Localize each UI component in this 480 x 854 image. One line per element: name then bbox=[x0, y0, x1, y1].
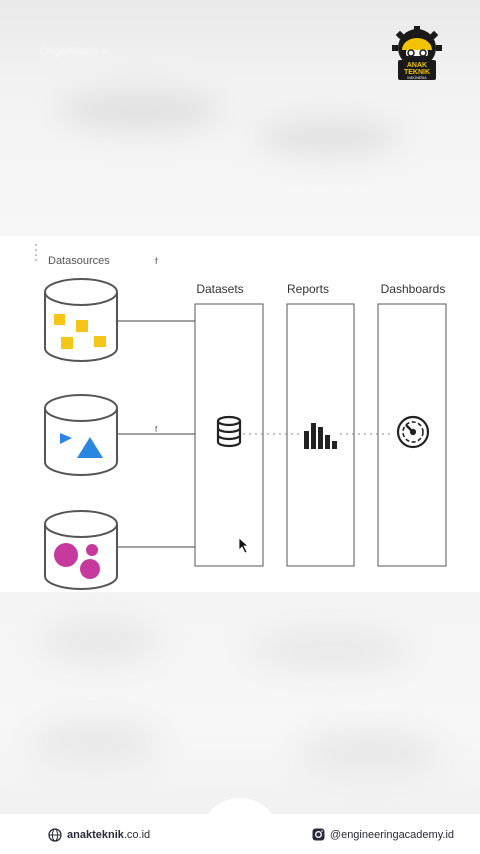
instagram-handle: @engineeringacademy.id bbox=[329, 828, 454, 841]
datasource-cylinder-magenta bbox=[44, 510, 118, 590]
globe-icon bbox=[48, 828, 62, 842]
video-blur-bottom bbox=[0, 592, 480, 814]
powerbi-architecture-diagram: Datasources f Datasets Reports Dashboard… bbox=[0, 236, 480, 592]
mouse-cursor-icon bbox=[238, 537, 250, 554]
datasets-column bbox=[194, 303, 264, 567]
svg-text:ANAK: ANAK bbox=[407, 62, 427, 69]
datasources-label: Datasources bbox=[48, 255, 110, 267]
stray-mark: f bbox=[155, 256, 158, 266]
dashboards-column bbox=[377, 303, 447, 567]
instagram-link[interactable]: @engineeringacademy.id bbox=[312, 828, 454, 841]
svg-text:TEKNIK: TEKNIK bbox=[404, 69, 430, 76]
diagram-canvas: Datasources f Datasets Reports Dashboard… bbox=[35, 244, 447, 590]
faded-title: Organisasi > ... bbox=[40, 44, 122, 58]
video-blur-top: Organisasi > ... ANAK TEKNIK INDONESIA bbox=[0, 0, 480, 236]
datasource-cylinder-blue bbox=[44, 394, 118, 476]
reports-header: Reports bbox=[287, 282, 329, 296]
database-icon bbox=[216, 415, 242, 448]
bar-chart-icon bbox=[304, 423, 337, 449]
website-text: anakteknik.co.id bbox=[67, 829, 151, 841]
dashboards-header: Dashboards bbox=[381, 282, 446, 296]
gauge-icon bbox=[396, 415, 430, 449]
instagram-icon bbox=[312, 828, 325, 841]
stray-mark-2: f bbox=[155, 425, 158, 434]
svg-text:INDONESIA: INDONESIA bbox=[407, 76, 427, 80]
anak-teknik-logo: ANAK TEKNIK INDONESIA bbox=[392, 26, 442, 80]
footer-bar: anakteknik.co.id @engineeringacademy.id bbox=[0, 798, 480, 854]
datasets-header: Datasets bbox=[196, 282, 243, 296]
website-link[interactable]: anakteknik.co.id bbox=[48, 828, 150, 842]
datasource-cylinder-yellow bbox=[44, 278, 118, 362]
gear-icon bbox=[392, 26, 442, 67]
